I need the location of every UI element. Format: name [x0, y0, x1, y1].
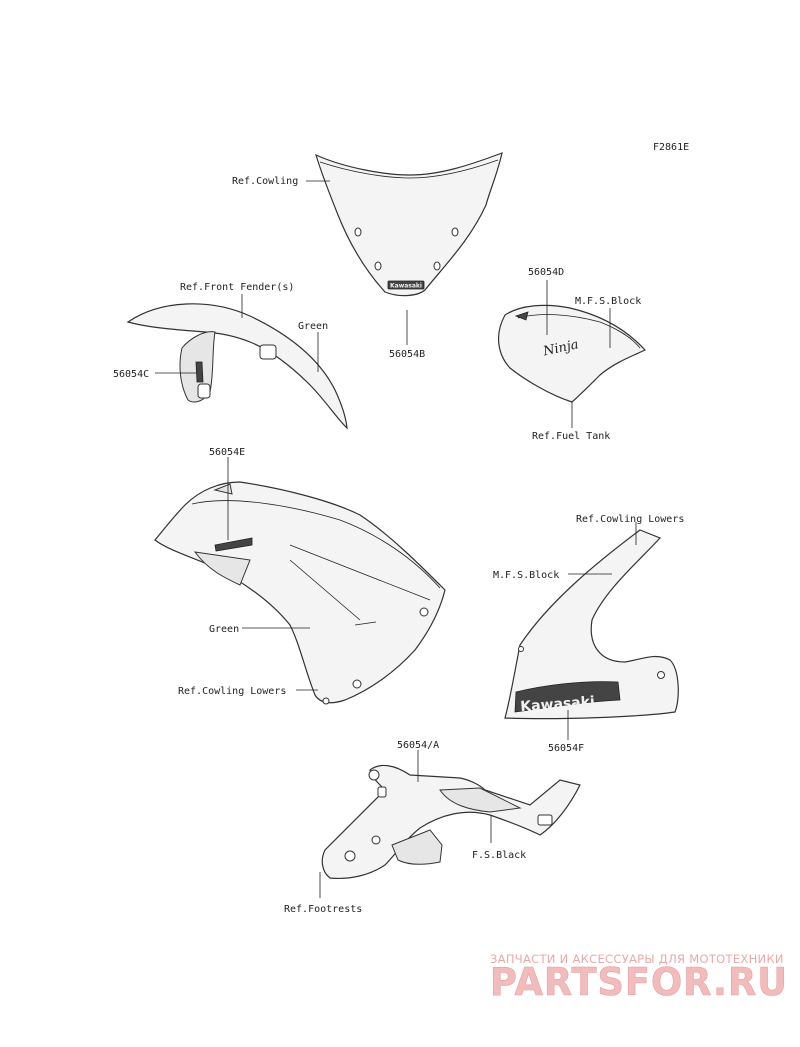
tank-emblem: Ninja — [541, 337, 580, 359]
label-ref-cowling-lowers-left: Ref.Cowling Lowers — [178, 686, 286, 697]
label-56054E: 56054E — [209, 447, 245, 458]
label-ref-footrests: Ref.Footrests — [284, 904, 362, 915]
label-56054C: 56054C — [113, 369, 149, 380]
label-fs-block: F.S.Black — [472, 850, 526, 861]
label-mfs-block-lower: M.F.S.Block — [493, 570, 559, 581]
frame-cover — [321, 764, 581, 880]
label-ref-cowling: Ref.Cowling — [232, 176, 298, 187]
windshield: Kawasaki — [315, 152, 503, 297]
label-ref-fuel-tank: Ref.Fuel Tank — [532, 431, 610, 442]
watermark: ЗАПЧАСТИ И АКСЕССУАРЫ ДЛЯ МОТОТЕХНИКИ PA… — [490, 952, 788, 1004]
label-ref-front-fender: Ref.Front Fender(s) — [180, 282, 294, 293]
label-mfs-block-tank: M.F.S.Block — [575, 296, 641, 307]
windshield-emblem: Kawasaki — [390, 283, 422, 290]
watermark-tagline: ЗАПЧАСТИ И АКСЕССУАРЫ ДЛЯ МОТОТЕХНИКИ — [490, 952, 784, 966]
label-56054D: 56054D — [528, 267, 564, 278]
label-56054B: 56054B — [389, 349, 425, 360]
watermark-brand: PARTSFOR.RU — [490, 960, 788, 1004]
figure-code: F2861E — [653, 142, 689, 153]
lower-emblem: Kawasaki — [520, 694, 596, 715]
label-56054-A: 56054/A — [397, 740, 439, 751]
label-ref-cowling-lowers-right: Ref.Cowling Lowers — [576, 514, 684, 525]
label-green-fender: Green — [298, 321, 328, 332]
label-green-cowl: Green — [209, 624, 239, 635]
side-cowl — [154, 481, 446, 705]
label-56054F: 56054F — [548, 743, 584, 754]
cowling-lower: Kawasaki — [504, 529, 679, 720]
fuel-tank-cover: Ninja — [497, 304, 646, 403]
front-fender — [126, 303, 348, 430]
